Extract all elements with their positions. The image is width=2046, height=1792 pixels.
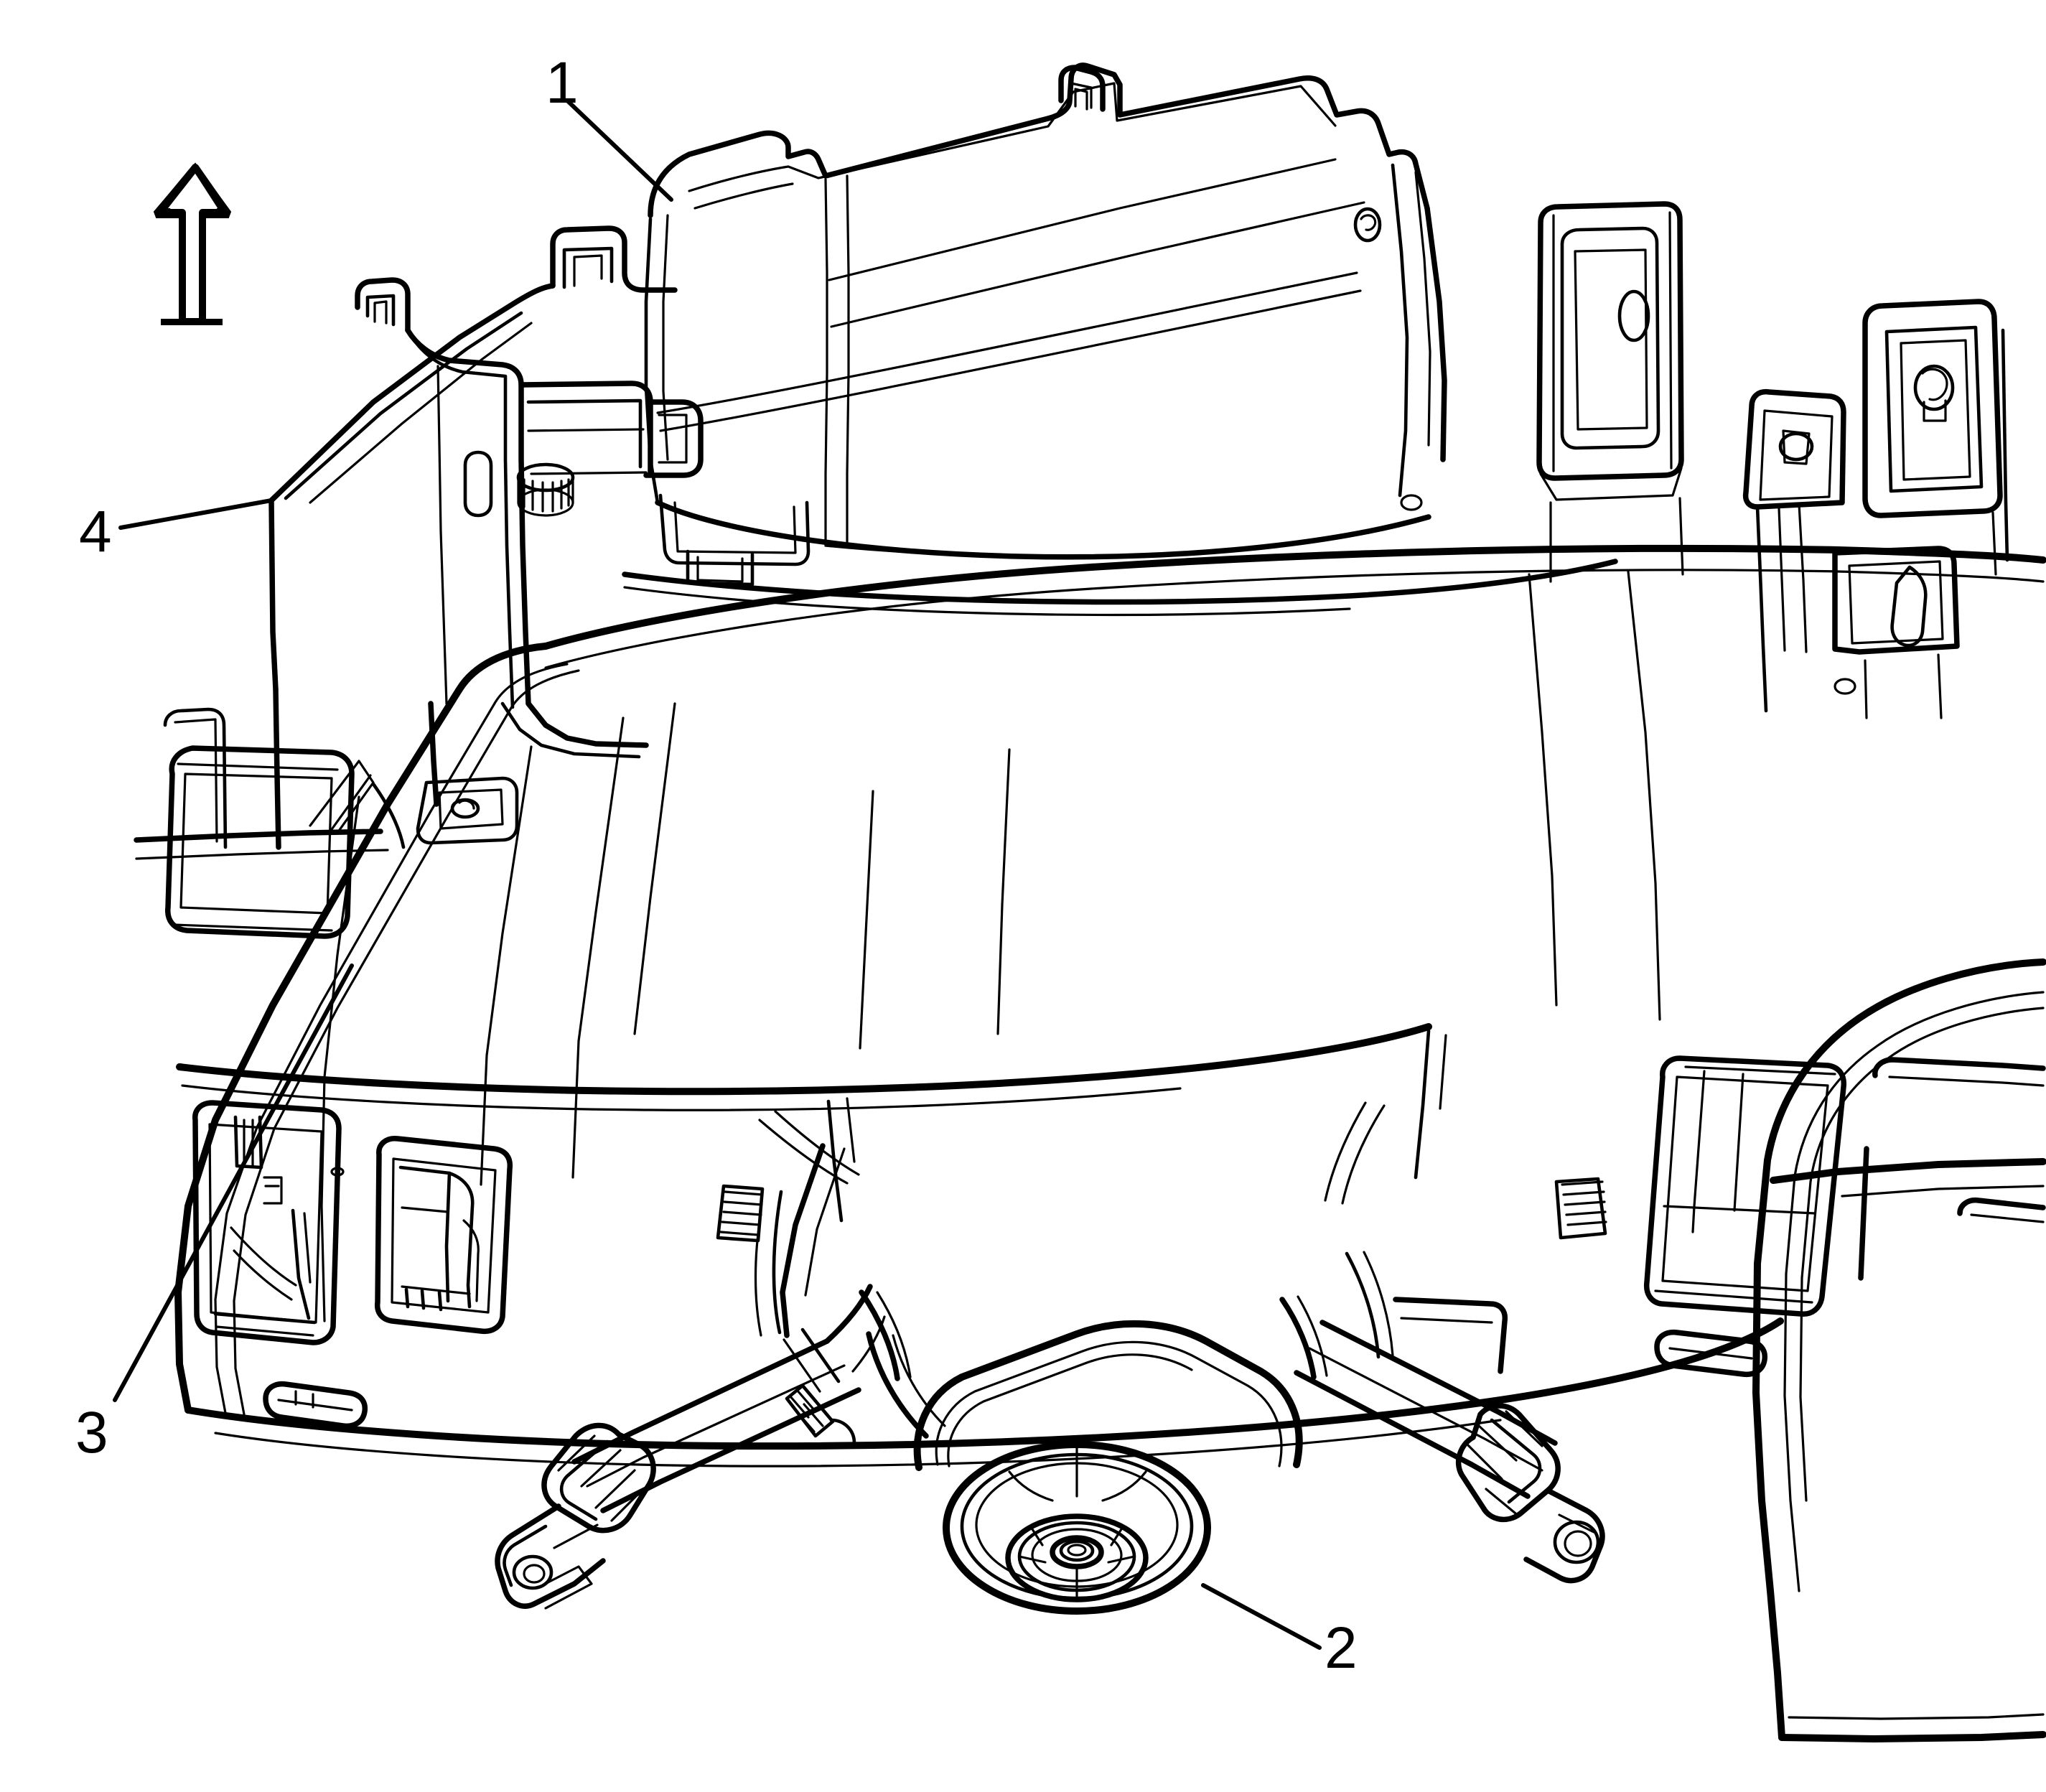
right-panel-cutouts [1643, 1055, 2046, 1378]
leader-line-2 [1201, 1583, 1322, 1650]
left-linkage-shaft [495, 1143, 912, 1610]
leader-line-3 [113, 963, 354, 1402]
vehicle-forward-direction-arrow [153, 162, 232, 325]
right-upper-brackets [1536, 201, 2009, 719]
callout-label-2: 2 [1325, 1615, 1358, 1681]
lower-pivot-hub-assembly [866, 1320, 1303, 1615]
main-instrument-panel-body [174, 544, 2046, 1742]
callout-label-3: 3 [75, 1400, 108, 1465]
leader-line-4 [118, 498, 274, 530]
left-support-bracket [134, 225, 704, 860]
right-linkage-shaft [716, 1177, 1607, 1584]
callout-label-4: 4 [79, 499, 112, 564]
upper-module-housing [622, 62, 1618, 616]
left-panel-cutouts [165, 745, 513, 1429]
callout-leader-lines [113, 98, 1322, 1650]
leader-line-1 [565, 98, 673, 202]
center-cross-structure [758, 748, 1447, 1223]
callout-label-1: 1 [546, 50, 579, 116]
